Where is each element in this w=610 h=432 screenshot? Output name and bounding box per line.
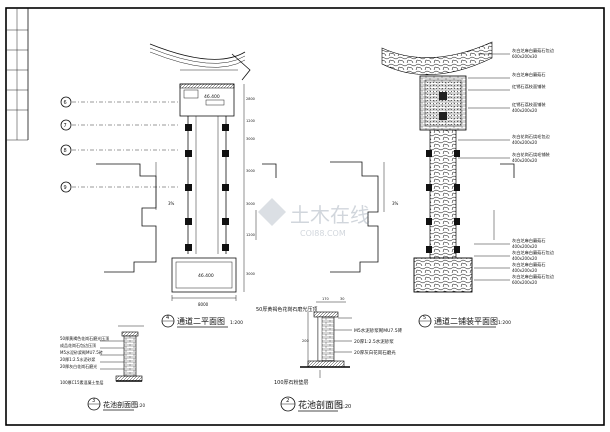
watermark-logo-icon xyxy=(258,198,286,226)
svg-text:600x200x30: 600x200x30 xyxy=(512,54,538,59)
svg-text:M5水泥砂浆砌MU7.5砖: M5水泥砂浆砌MU7.5砖 xyxy=(60,349,103,355)
svg-text:400x200x20: 400x200x20 xyxy=(512,158,538,163)
svg-text:100厚C15素混凝土垫层: 100厚C15素混凝土垫层 xyxy=(60,379,104,385)
watermark-sub: COI88.COM xyxy=(300,229,346,238)
svg-text:400x200x20: 400x200x20 xyxy=(512,140,538,145)
section-a: 50厚黄褐色花岗石磨光压顶 成品花岗石包边压顶 M5水泥砂浆砌MU7.5砖 20… xyxy=(60,325,145,411)
svg-text:200: 200 xyxy=(302,339,309,343)
svg-text:20厚灰白花岗石磨光: 20厚灰白花岗石磨光 xyxy=(354,349,396,356)
svg-text:3000: 3000 xyxy=(246,137,255,141)
svg-text:灰白芝麻白蘑菇石: 灰白芝麻白蘑菇石 xyxy=(512,261,546,268)
svg-text:50厚黄褐色花岗石磨光压顶: 50厚黄褐色花岗石磨光压顶 xyxy=(256,306,317,313)
callout-texts: 灰白芝麻白蘑菇石包边 600x200x30 灰白芝麻白蘑菇石 红锈石荔枝面铺装 … xyxy=(512,47,555,285)
svg-text:1:20: 1:20 xyxy=(340,404,351,410)
svg-text:红锈石荔枝面铺装: 红锈石荔枝面铺装 xyxy=(512,101,546,108)
title-block-cells xyxy=(6,8,28,141)
svg-text:1200: 1200 xyxy=(246,233,255,237)
svg-text:400x200x20: 400x200x20 xyxy=(512,256,538,261)
svg-text:灰白花岗石烧毛包边: 灰白花岗石烧毛包边 xyxy=(512,133,551,140)
section-a-wall xyxy=(123,335,137,377)
sheet-border xyxy=(5,7,605,426)
svg-text:灰白芝麻白蘑菇石: 灰白芝麻白蘑菇石 xyxy=(512,71,546,78)
svg-text:20厚1:2.5水泥砂浆: 20厚1:2.5水泥砂浆 xyxy=(60,356,95,362)
elev-bottom: 46.400 xyxy=(198,273,214,279)
callout-leaders xyxy=(458,53,510,281)
svg-text:1200: 1200 xyxy=(246,119,255,123)
svg-text:3000: 3000 xyxy=(246,202,255,206)
svg-text:2: 2 xyxy=(286,398,290,404)
section-b-leaders xyxy=(319,317,352,378)
left-plan-title-text: 通道二平面图 xyxy=(177,316,225,326)
stepped-outline-right xyxy=(330,161,379,273)
svg-text:170: 170 xyxy=(322,297,329,301)
svg-text:7: 7 xyxy=(64,123,67,129)
svg-text:8: 8 xyxy=(64,148,67,154)
lower-paving xyxy=(413,257,473,293)
grid-axes: 6 7 8 9 xyxy=(60,96,180,193)
pillars xyxy=(185,124,229,251)
corridor-paving xyxy=(429,129,457,259)
svg-text:3: 3 xyxy=(92,398,95,404)
dims-right: 2800 1200 3000 3000 3000 1200 3000 xyxy=(246,97,255,276)
section-b-title: 花池剖面图 xyxy=(298,399,343,411)
svg-text:600x200x20: 600x200x20 xyxy=(512,280,538,285)
elev-marker-top xyxy=(205,99,225,106)
dim-total: 8000 xyxy=(198,302,209,307)
curved-boundary xyxy=(149,43,246,60)
svg-text:成品花岗石包边压顶: 成品花岗石包边压顶 xyxy=(60,342,96,348)
svg-text:20厚灰白花岗石磨光: 20厚灰白花岗石磨光 xyxy=(60,363,97,369)
svg-text:20厚1:2.5水泥砂浆: 20厚1:2.5水泥砂浆 xyxy=(354,338,394,345)
right-plan-title: 5 通道二铺装平面图 1:200 xyxy=(418,314,511,328)
curved-stone-band xyxy=(381,41,493,75)
watermark: 土木在线 COI88.COM xyxy=(258,198,370,238)
slope-right: 3% xyxy=(392,201,399,206)
svg-text:1:200: 1:200 xyxy=(230,320,243,326)
elev-top: 46.400 xyxy=(204,94,220,100)
svg-text:M5水泥砂浆砌MU7.5砖: M5水泥砂浆砌MU7.5砖 xyxy=(354,327,403,334)
svg-text:红锈石荔枝面铺装: 红锈石荔枝面铺装 xyxy=(512,83,546,90)
stepped-outline-left xyxy=(96,163,157,273)
svg-text:灰白芝麻白蘑菇石包边: 灰白芝麻白蘑菇石包边 xyxy=(512,273,555,280)
right-plan: 3% 灰白芝麻白蘑菇石包边 600x200x30 灰白芝麻白蘑菇石 红锈石荔枝面… xyxy=(330,41,555,293)
svg-text:1:200: 1:200 xyxy=(498,320,511,326)
left-plan: 46.400 46.400 8000 2800 1200 3000 3000 xyxy=(60,43,277,307)
svg-text:3000: 3000 xyxy=(246,272,255,276)
bottom-plaza xyxy=(171,257,237,293)
svg-text:3000: 3000 xyxy=(246,169,255,173)
svg-text:2800: 2800 xyxy=(246,97,255,101)
svg-text:灰白芝麻白蘑菇石包边: 灰白芝麻白蘑菇石包边 xyxy=(512,47,555,54)
svg-text:30: 30 xyxy=(340,297,344,301)
svg-text:400x200x20: 400x200x20 xyxy=(512,268,538,273)
svg-text:1:20: 1:20 xyxy=(136,403,145,408)
svg-text:5: 5 xyxy=(423,315,426,321)
svg-text:4: 4 xyxy=(166,315,169,321)
section-a-title: 花池剖面图 xyxy=(103,400,138,409)
svg-text:6: 6 xyxy=(64,100,67,106)
watermark-text: 土木在线 xyxy=(290,203,370,227)
svg-text:9: 9 xyxy=(64,185,67,191)
svg-text:灰白花岗石烧毛铺装: 灰白花岗石烧毛铺装 xyxy=(512,151,551,158)
svg-text:400x200x20: 400x200x20 xyxy=(512,244,538,249)
svg-text:灰白芝麻白蘑菇石: 灰白芝麻白蘑菇石 xyxy=(512,237,546,244)
svg-text:50厚黄褐色花岗石磨光压顶: 50厚黄褐色花岗石磨光压顶 xyxy=(60,335,109,341)
svg-text:100厚石粉垫层: 100厚石粉垫层 xyxy=(274,379,309,386)
slope-left: 3% xyxy=(168,201,175,206)
svg-text:灰白芝麻白蘑菇石包边: 灰白芝麻白蘑菇石包边 xyxy=(512,249,555,256)
right-plan-title-text: 通道二铺装平面图 xyxy=(434,316,498,326)
left-plan-title: 4 通道二平面图 1:200 xyxy=(161,314,243,328)
corridor-pillars xyxy=(426,150,460,253)
section-a-leaders xyxy=(100,340,124,370)
section-b: 170 30 200 50厚黄褐色花岗石磨光压顶 M5水泥砂浆砌MU7.5砖 2… xyxy=(256,297,403,412)
svg-text:400x200x20: 400x200x20 xyxy=(512,108,538,113)
